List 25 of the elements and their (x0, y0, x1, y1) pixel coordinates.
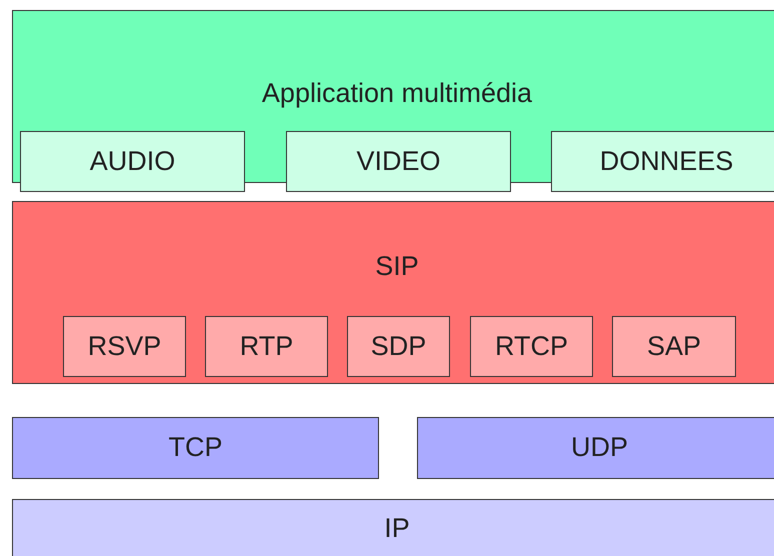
protocol-box (470, 316, 593, 377)
layer-box (12, 201, 774, 384)
protocol-box (286, 131, 511, 192)
protocol-box (20, 131, 245, 192)
layer-label: IP (384, 514, 410, 544)
protocol-box (12, 499, 774, 556)
layer-label: SDP (370, 332, 426, 362)
layer-label: UDP (570, 433, 628, 463)
layer-label: DONNEES (600, 146, 734, 176)
protocol-box (551, 131, 774, 192)
layer-label: RTP (240, 332, 294, 362)
layer-label: VIDEO (356, 146, 441, 176)
layer-label: Application multimédia (262, 79, 532, 109)
protocol-box (63, 316, 186, 377)
layer-label: RSVP (88, 332, 162, 362)
layer-label: RTCP (494, 332, 568, 362)
protocol-box (205, 316, 328, 377)
protocol-box (12, 417, 379, 479)
protocol-box (417, 417, 774, 479)
layer-label: TCP (168, 433, 222, 463)
protocol-box (612, 316, 736, 377)
layer-label: SAP (646, 332, 702, 362)
protocol-box (347, 316, 450, 377)
layer-label: SIP (375, 252, 419, 282)
layer-label: AUDIO (90, 146, 176, 176)
